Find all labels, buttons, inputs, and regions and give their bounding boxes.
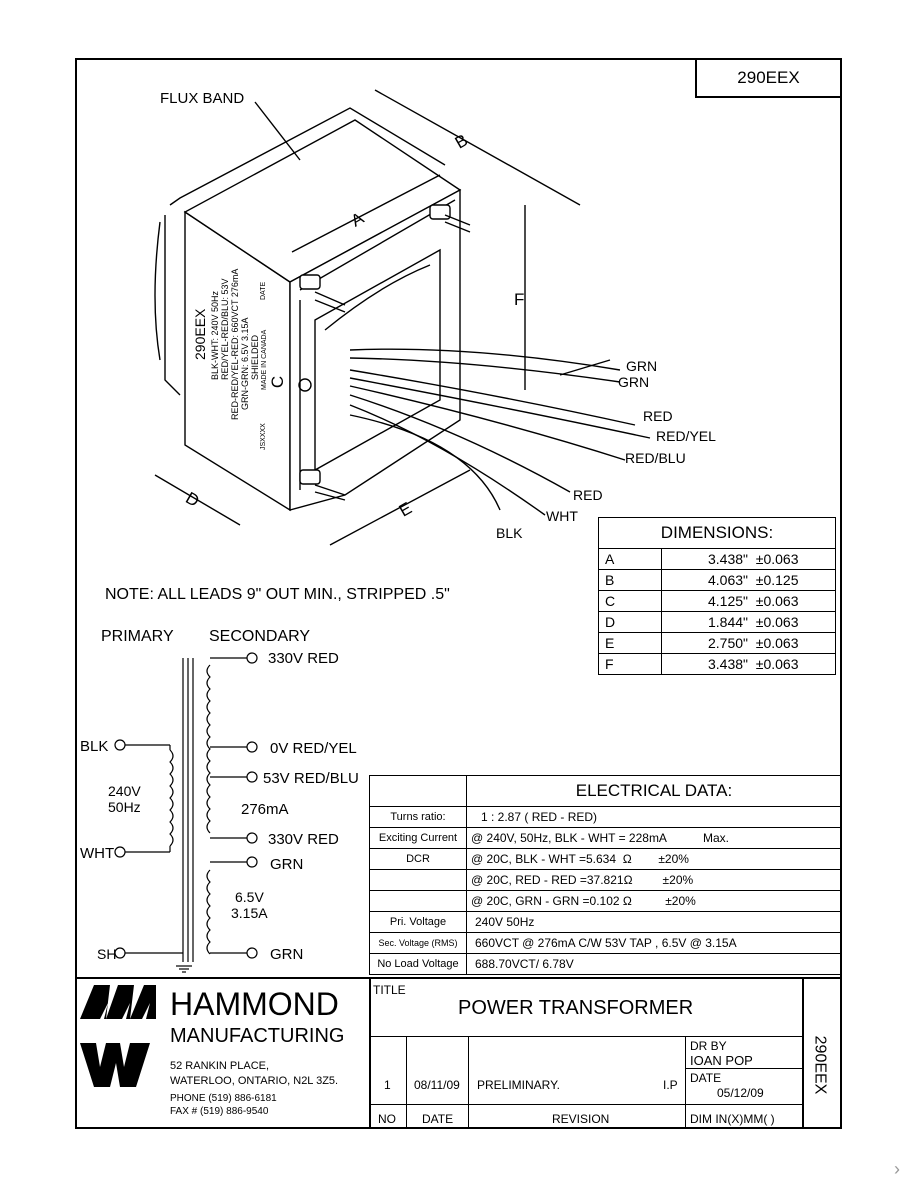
sec-0v-tap: 0V RED/YEL — [270, 740, 357, 757]
sec-330v-bottom: 330V RED — [268, 831, 339, 848]
secondary-label: SECONDARY — [209, 628, 311, 645]
drawing-frame — [75, 58, 842, 1129]
wht-label: WHT — [80, 845, 115, 862]
grn-top: GRN — [270, 856, 304, 873]
table-row: Turns ratio:1 : 2.87 ( RED - RED) — [369, 806, 842, 828]
transformer-drawing: 290EEX BLK-WHT: 240V 50Hz RED/YEL-RED/BL… — [154, 89, 651, 546]
body-text-6: MADE IN CANADA — [261, 329, 268, 390]
part-number-box: 290EEX — [695, 58, 842, 98]
blk-label: BLK — [80, 738, 109, 755]
date-label: DATE — [690, 1071, 722, 1085]
col-dim: DIM IN(X)MM( ) — [690, 1112, 775, 1126]
primary-label: PRIMARY — [101, 628, 174, 645]
drawing-date: 05/12/09 — [717, 1086, 764, 1100]
dr-by-label: DR BY — [690, 1039, 727, 1053]
body-text-part: 290EEX — [192, 308, 208, 360]
hammond-logo — [80, 985, 156, 1087]
col-date: DATE — [422, 1112, 454, 1126]
dim-label-c: C — [268, 375, 288, 389]
electrical-title: ELECTRICAL DATA: — [466, 775, 842, 807]
lead-grn-2: GRN — [618, 374, 650, 390]
table-row: @ 20C, GRN - GRN =0.102 Ω ±20% — [369, 890, 842, 912]
body-text-7: JSXXXX — [260, 423, 267, 450]
body-text-2: RED/YEL-RED/BLU: 53V — [220, 278, 230, 380]
drawing-title: POWER TRANSFORMER — [458, 997, 694, 1019]
body-text-1: BLK-WHT: 240V 50Hz — [210, 290, 220, 380]
electrical-data-table: ELECTRICAL DATA: Turns ratio:1 : 2.87 ( … — [369, 775, 842, 975]
primary-frequency: 50Hz — [108, 799, 141, 815]
table-row: Exciting Current@ 240V, 50Hz, BLK - WHT … — [369, 827, 842, 849]
fax: FAX # (519) 886-9540 — [170, 1106, 269, 1117]
dr-by: IOAN POP — [690, 1053, 753, 1068]
filament-voltage: 6.5V — [235, 889, 264, 905]
sec-53v-tap: 53V RED/BLU — [263, 770, 359, 787]
rev-by: I.P — [663, 1078, 678, 1092]
address-line-2: WATERLOO, ONTARIO, N2L 3Z5. — [170, 1075, 339, 1087]
sec-current: 276mA — [241, 801, 289, 818]
leads-note: NOTE: ALL LEADS 9" OUT MIN., STRIPPED .5… — [105, 586, 450, 603]
flux-band-label: FLUX BAND — [160, 90, 245, 107]
body-text-8: DATE — [260, 282, 267, 300]
rev-number: 1 — [384, 1078, 391, 1092]
next-page-chevron-icon[interactable]: › — [894, 1159, 900, 1179]
title-label: TITLE — [373, 983, 406, 997]
sh-label: SH — [97, 946, 117, 962]
title-block-divider — [75, 977, 842, 979]
table-row: @ 20C, RED - RED =37.821Ω ±20% — [369, 869, 842, 891]
lead-red-1: RED — [643, 408, 673, 424]
dimensions-title: DIMENSIONS: — [598, 517, 836, 549]
lead-red-2: RED — [573, 487, 603, 503]
col-revision: REVISION — [552, 1112, 610, 1126]
body-text-3: RED-RED/YEL-RED: 660VCT 276mA — [230, 269, 240, 420]
company-name-2: MANUFACTURING — [170, 1025, 345, 1047]
rev-date: 08/11/09 — [414, 1078, 460, 1092]
table-row: Sec. Voltage (RMS)660VCT @ 276mA C/W 53V… — [369, 932, 842, 954]
sec-330v-top: 330V RED — [268, 650, 339, 667]
col-no: NO — [378, 1112, 396, 1126]
lead-red-yel: RED/YEL — [656, 428, 716, 444]
lead-blk: BLK — [496, 525, 523, 541]
dim-label-f: F — [514, 290, 525, 309]
grn-bottom: GRN — [270, 946, 304, 963]
schematic-diagram — [114, 652, 258, 973]
company-name: HAMMOND — [170, 986, 339, 1022]
side-part-number: 290EEX — [811, 1035, 829, 1095]
phone: PHONE (519) 886-6181 — [170, 1093, 277, 1104]
table-row: DCR@ 20C, BLK - WHT =5.634 Ω ±20% — [369, 848, 842, 870]
lead-red-blu: RED/BLU — [625, 450, 686, 466]
body-text-4: GRN-GRN: 6.5V 3.15A — [240, 317, 250, 410]
address-line-1: 52 RANKIN PLACE, — [170, 1060, 270, 1072]
lead-grn-1: GRN — [626, 358, 658, 374]
filament-current: 3.15A — [231, 905, 268, 921]
lead-wht: WHT — [546, 508, 578, 524]
primary-voltage: 240V — [108, 783, 141, 799]
body-text-5: SHIELDED — [250, 334, 260, 380]
part-number: 290EEX — [737, 68, 800, 87]
rev-description: PRELIMINARY. — [477, 1078, 560, 1092]
